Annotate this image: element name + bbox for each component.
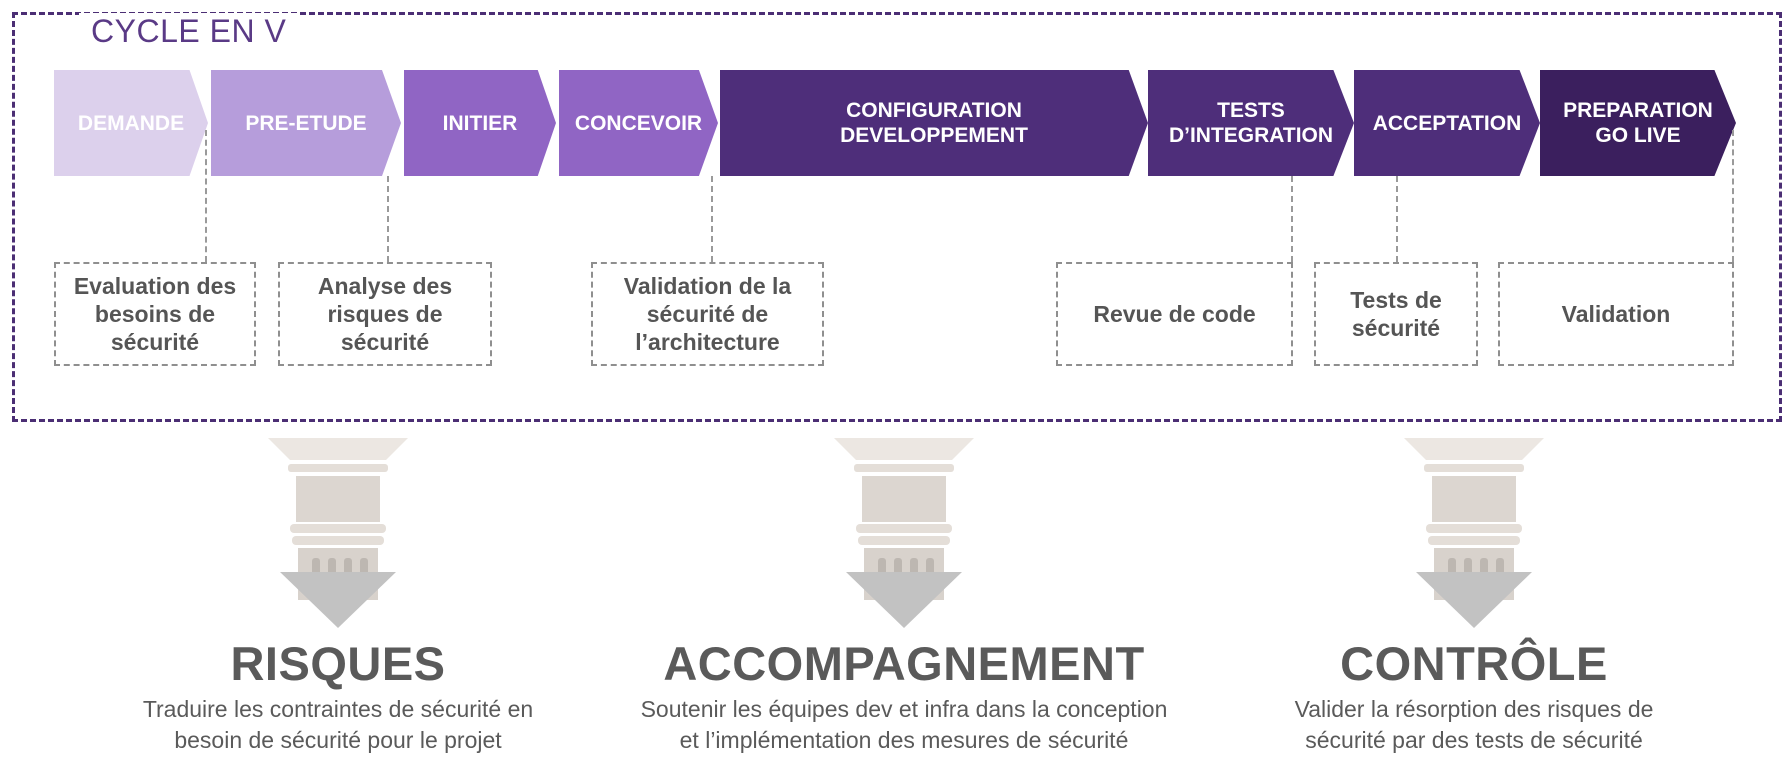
column-arrow-icon (834, 438, 974, 628)
connector-pre-etude (387, 176, 389, 262)
phase-demande: DEMANDE (54, 70, 208, 176)
pillar-title-risques: RISQUES (230, 637, 446, 690)
pillar-title-controle: CONTRÔLE (1340, 637, 1608, 690)
column-arrow-icon (268, 438, 408, 628)
connector-go-live (1732, 130, 1734, 262)
connector-demande (205, 130, 207, 262)
pillar-title-accompagnement: ACCOMPAGNEMENT (663, 637, 1145, 690)
activity-revue-de-code: Revue de code (1056, 262, 1293, 366)
connector-tests-integration (1291, 176, 1293, 262)
activity-tests-de-securite: Tests de sécurité (1314, 262, 1478, 366)
column-arrow-icon (1404, 438, 1544, 628)
phase-configuration-developpement: CONFIGURATION DEVELOPPEMENT (720, 70, 1148, 176)
activity-evaluation-besoins: Evaluation des besoins de sécurité (54, 262, 256, 366)
phase-pre-etude: PRE-ETUDE (211, 70, 401, 176)
activity-validation: Validation (1498, 262, 1734, 366)
pillar-description-controle: Valider la résorption des risques de séc… (1294, 696, 1654, 753)
frame-title: CYCLE EN V (79, 13, 299, 49)
pillar-description-risques: Traduire les contraintes de sécurité en … (142, 696, 534, 753)
cycle-frame: CYCLE EN V (12, 12, 1782, 422)
connector-concevoir (711, 176, 713, 262)
phase-concevoir: CONCEVOIR (559, 70, 718, 176)
connector-acceptation (1396, 176, 1398, 262)
pillar-description-accompagnement: Soutenir les équipes dev et infra dans l… (640, 696, 1168, 753)
phase-tests-integration: TESTS D’INTEGRATION (1148, 70, 1354, 176)
activity-analyse-risques: Analyse des risques de sécurité (278, 262, 492, 366)
activity-validation-architecture: Validation de la sécurité de l’architect… (591, 262, 824, 366)
phase-acceptation: ACCEPTATION (1354, 70, 1540, 176)
phase-initier: INITIER (404, 70, 556, 176)
phase-preparation-go-live: PREPARATION GO LIVE (1540, 70, 1736, 176)
